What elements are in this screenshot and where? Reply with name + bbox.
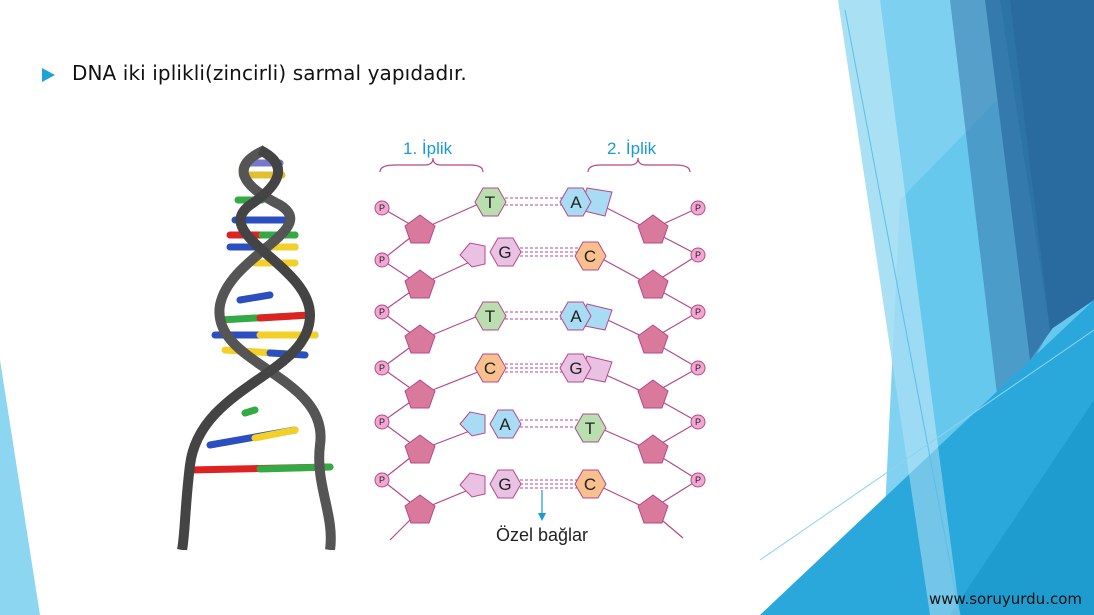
dna-helix-illustration [177, 145, 336, 550]
phosphate-label: P [695, 417, 701, 427]
phosphate-label: P [695, 203, 701, 213]
strand-1-label: 1. İplik [403, 139, 453, 158]
phosphate-label: P [379, 417, 385, 427]
base-right-5: T [585, 419, 595, 438]
strand-2-label: 2. İplik [607, 139, 657, 158]
phosphate-label: P [695, 307, 701, 317]
bond-label: Özel bağlar [496, 525, 588, 545]
base-left-6: G [498, 475, 511, 494]
base-right-3: A [570, 307, 582, 326]
base-right-6: C [584, 475, 596, 494]
phosphate-label: P [379, 307, 385, 317]
base-left-3: T [485, 307, 495, 326]
phosphate-label: P [379, 255, 385, 265]
bullet-arrow-icon [42, 68, 55, 82]
base-left-4: C [484, 359, 496, 378]
bullet-text: DNA iki iplikli(zincirli) sarmal yapıdad… [72, 61, 467, 85]
phosphate-label: P [379, 203, 385, 213]
base-right-2: C [584, 247, 596, 266]
base-left-1: T [485, 193, 495, 212]
base-right-1: A [570, 193, 582, 212]
phosphate-label: P [695, 250, 701, 260]
base-left-5: A [499, 415, 511, 434]
dna-base-pair-diagram: 1. İplik 2. İplik [374, 139, 706, 545]
phosphate-label: P [695, 363, 701, 373]
phosphate-label: P [379, 363, 385, 373]
base-right-4: G [569, 359, 582, 378]
footer-website: www.soruyurdu.com [929, 590, 1082, 608]
base-left-2: G [498, 243, 511, 262]
phosphate-label: P [379, 475, 385, 485]
phosphate-label: P [695, 475, 701, 485]
